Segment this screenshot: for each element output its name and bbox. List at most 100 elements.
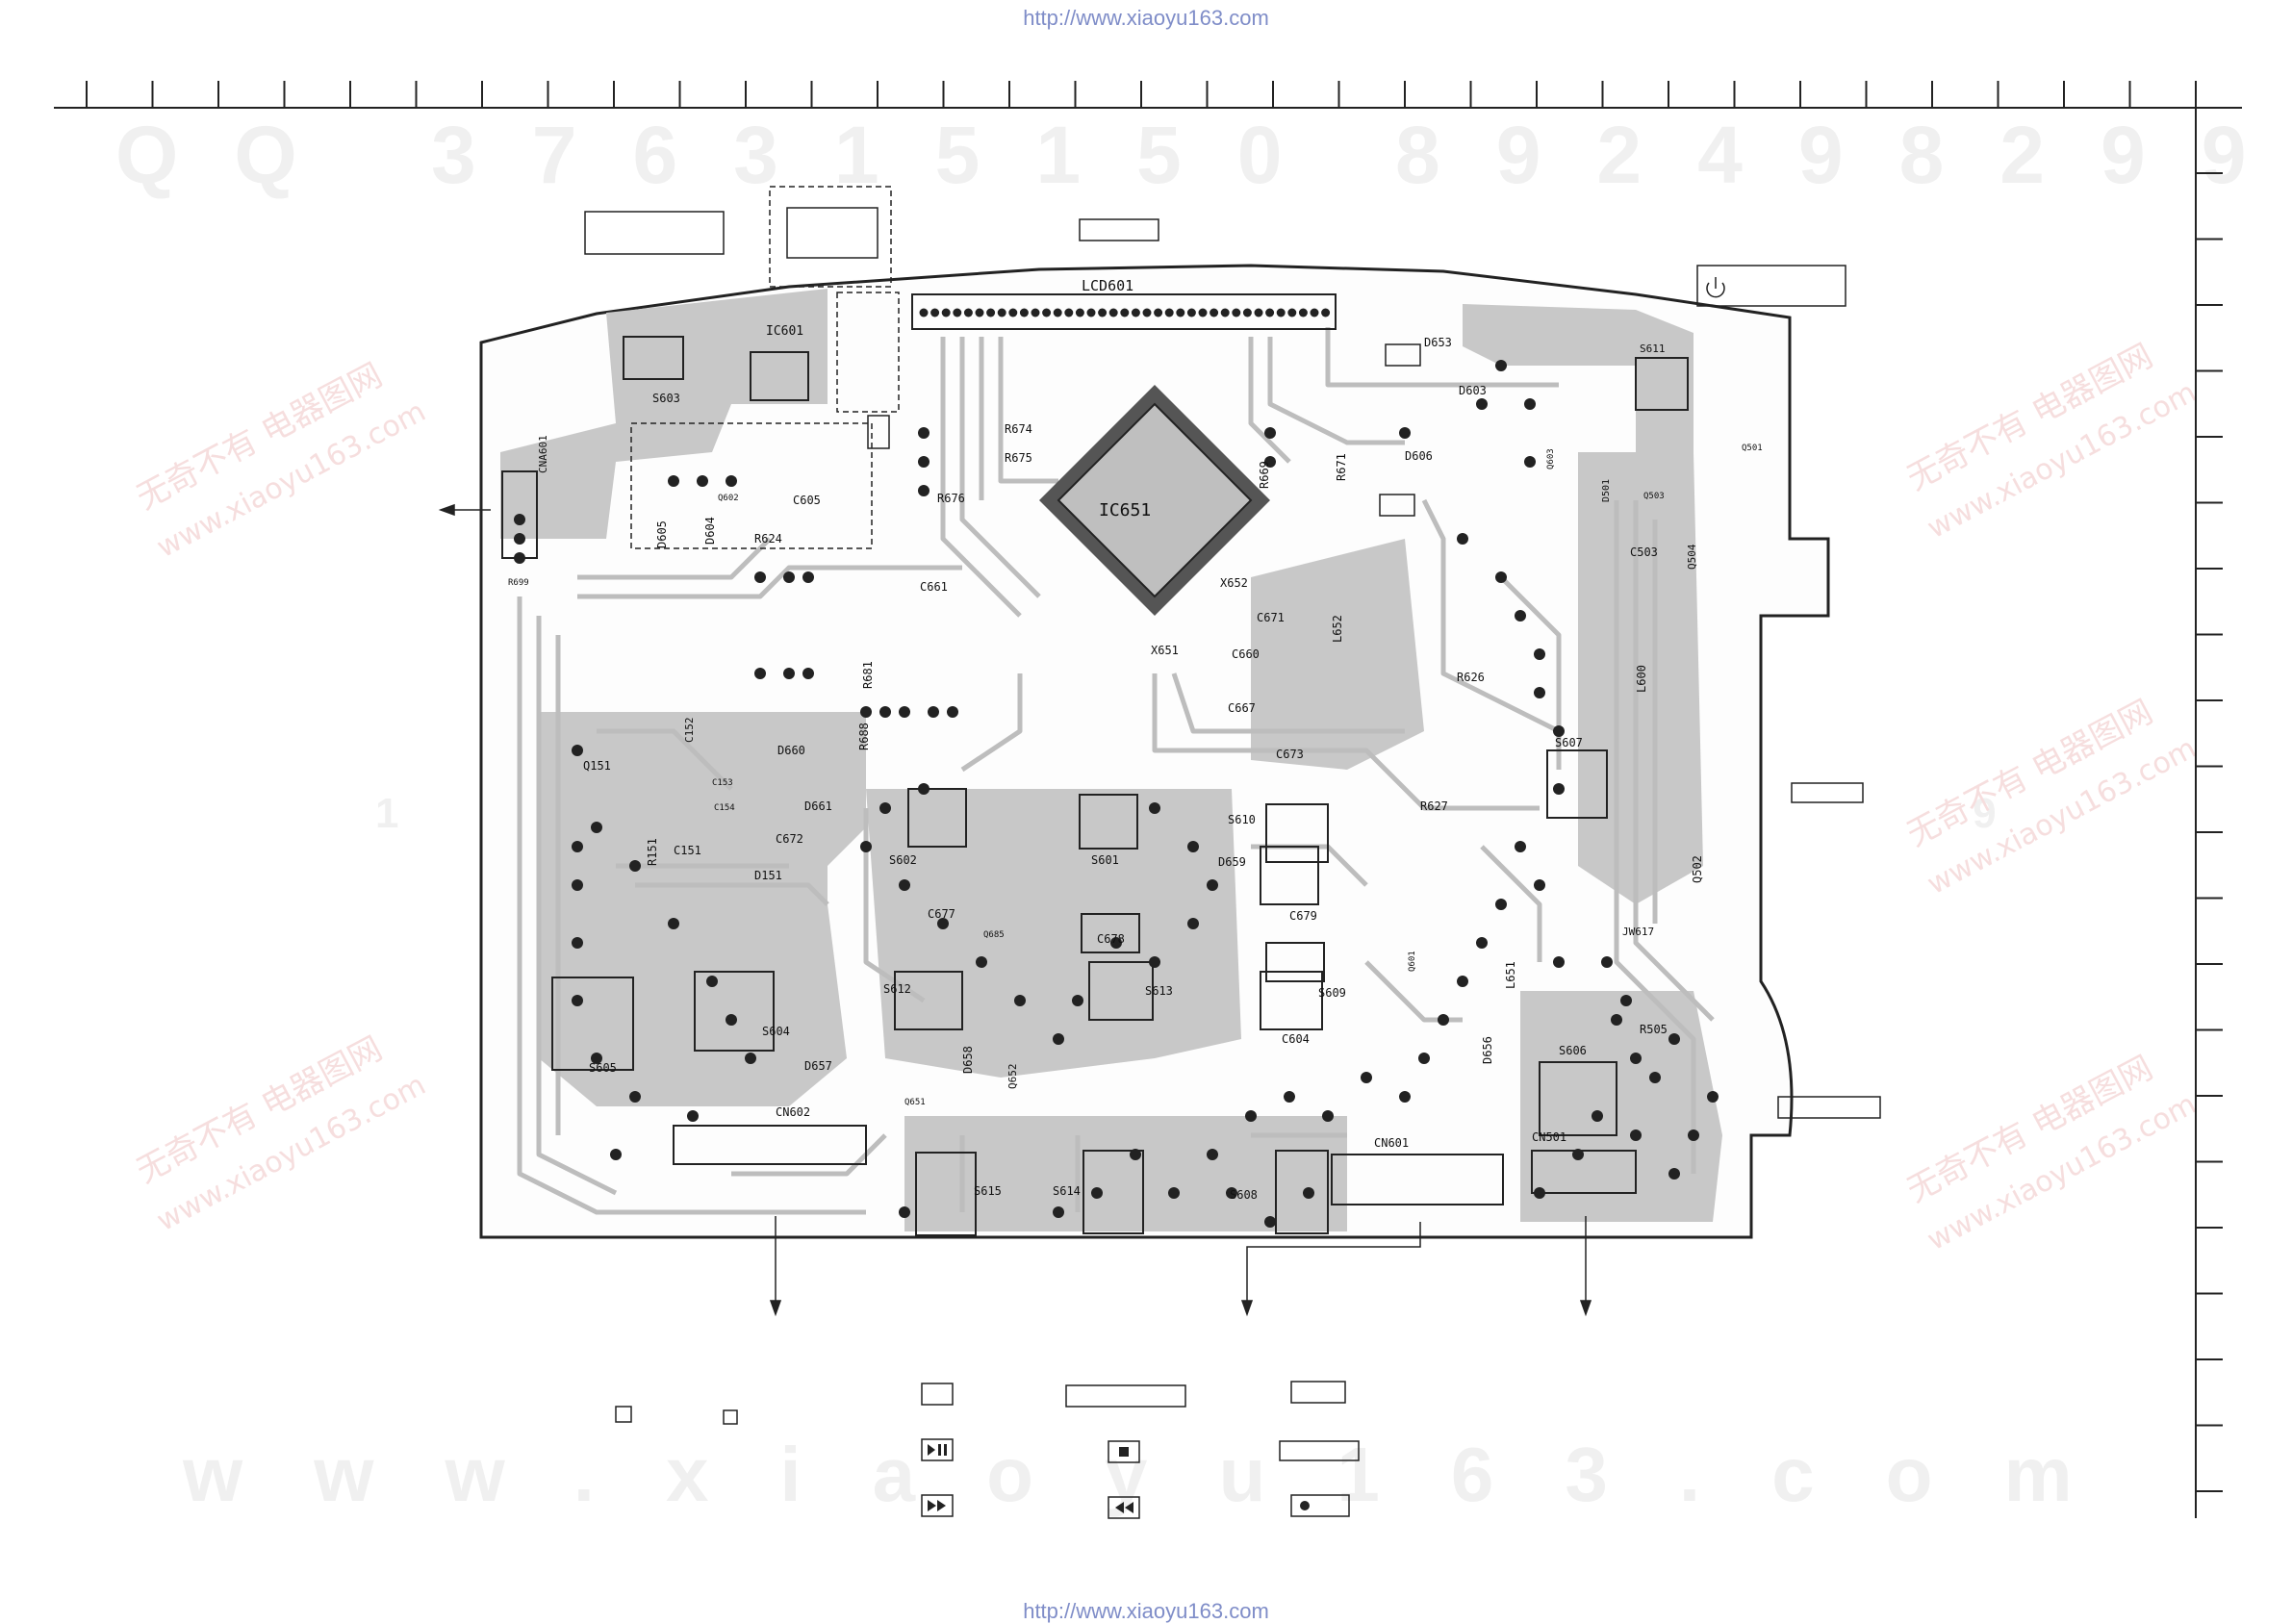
pad — [1187, 918, 1199, 929]
pad — [1524, 456, 1536, 468]
annotation-box-10 — [836, 292, 900, 413]
component-footprint — [501, 470, 538, 559]
header-url[interactable]: http://www.xiaoyu163.com — [1023, 6, 1269, 30]
component-footprint — [1539, 1061, 1617, 1136]
pad — [802, 668, 814, 679]
trace — [1152, 673, 1540, 811]
power-icon — [1706, 277, 1725, 298]
component-label: C660 — [1232, 647, 1260, 661]
ic651-chip — [1039, 385, 1270, 616]
component-label: C667 — [1228, 701, 1256, 715]
pad — [591, 822, 602, 833]
annotation-box-6 — [1777, 1096, 1881, 1119]
lcd-pin — [1019, 308, 1029, 317]
component-label: R699 — [508, 578, 529, 588]
component-label: D658 — [961, 1046, 975, 1074]
component-label: L600 — [1635, 665, 1648, 693]
component-footprint — [1260, 846, 1319, 905]
annotation-box-4 — [1696, 265, 1846, 307]
component-footprint — [1275, 1150, 1329, 1234]
component-footprint — [694, 971, 775, 1052]
pad — [1620, 995, 1632, 1006]
pad — [899, 879, 910, 891]
lcd-pin — [1321, 308, 1331, 317]
trace — [635, 882, 829, 906]
annotation-box-1 — [584, 211, 725, 255]
copper-center-mid — [866, 789, 1241, 1078]
component-label: R676 — [937, 492, 965, 505]
copper-left-mid — [539, 712, 866, 962]
component-footprint — [1265, 942, 1325, 982]
component-label: CN602 — [776, 1105, 810, 1119]
component-label: C673 — [1276, 748, 1304, 761]
footer-url[interactable]: http://www.xiaoyu163.com — [1023, 1599, 1269, 1623]
lcd-pin — [1232, 308, 1241, 317]
component-label: Q652 — [1006, 1064, 1019, 1090]
pad — [1399, 427, 1411, 439]
component-label: S613 — [1145, 984, 1173, 998]
lcd-pin — [1254, 308, 1263, 317]
trace — [577, 537, 772, 580]
component-label: C678 — [1097, 932, 1125, 946]
record-icon — [1290, 1494, 1350, 1517]
pad — [1187, 841, 1199, 852]
component-footprint — [1079, 794, 1138, 850]
pad — [1207, 879, 1218, 891]
pad — [629, 1091, 641, 1103]
trace — [1633, 500, 1715, 1022]
pad — [745, 1053, 756, 1064]
lcd-pin — [1154, 308, 1163, 317]
component-label: Q651 — [904, 1098, 926, 1107]
component-label: S606 — [1559, 1044, 1587, 1057]
pad — [1668, 1033, 1680, 1045]
trace — [863, 808, 926, 1003]
component-label: X651 — [1151, 644, 1179, 657]
pad — [572, 841, 583, 852]
component-label: D603 — [1459, 384, 1487, 397]
trace — [960, 673, 1023, 773]
lcd-pin — [930, 308, 940, 317]
component-label: R624 — [754, 532, 782, 546]
component-label: S612 — [883, 982, 911, 996]
component-label: Q601 — [1408, 951, 1417, 972]
component-label: C672 — [776, 832, 803, 846]
pad — [1495, 360, 1507, 371]
pad — [860, 706, 872, 718]
trace — [1325, 327, 1559, 388]
trace — [1480, 845, 1542, 962]
pad — [802, 571, 814, 583]
component-label: Q151 — [583, 759, 611, 773]
component-label: C671 — [1257, 611, 1285, 624]
pad — [1053, 1206, 1064, 1218]
copper-right-top — [1463, 304, 1694, 452]
key-legend — [615, 1381, 1360, 1519]
component-label: CN501 — [1532, 1130, 1566, 1144]
pad — [1110, 937, 1122, 949]
pad — [1418, 1053, 1430, 1064]
pad — [1014, 995, 1026, 1006]
lcd-pin — [1287, 308, 1297, 317]
pad — [1668, 1168, 1680, 1180]
trace — [731, 1133, 887, 1177]
pad — [1515, 610, 1526, 622]
component-label: S615 — [974, 1184, 1002, 1198]
pad — [1072, 995, 1083, 1006]
trace — [597, 728, 733, 791]
trace — [959, 337, 1041, 598]
component-label: S610 — [1228, 813, 1256, 826]
component-label: Q602 — [718, 494, 739, 503]
component-footprint — [1260, 971, 1323, 1030]
component-label: D606 — [1405, 449, 1433, 463]
lcd-pin — [953, 308, 962, 317]
pad — [1303, 1187, 1314, 1199]
pad — [928, 706, 939, 718]
pad — [1226, 1187, 1237, 1199]
legend-box-b — [723, 1409, 738, 1425]
pad — [1264, 427, 1276, 439]
pad — [1515, 841, 1526, 852]
annotation-box-11 — [630, 422, 873, 549]
lcd-pin — [975, 308, 984, 317]
lcd-pin — [1120, 308, 1130, 317]
component-label: D657 — [804, 1059, 832, 1073]
pad — [514, 514, 525, 525]
